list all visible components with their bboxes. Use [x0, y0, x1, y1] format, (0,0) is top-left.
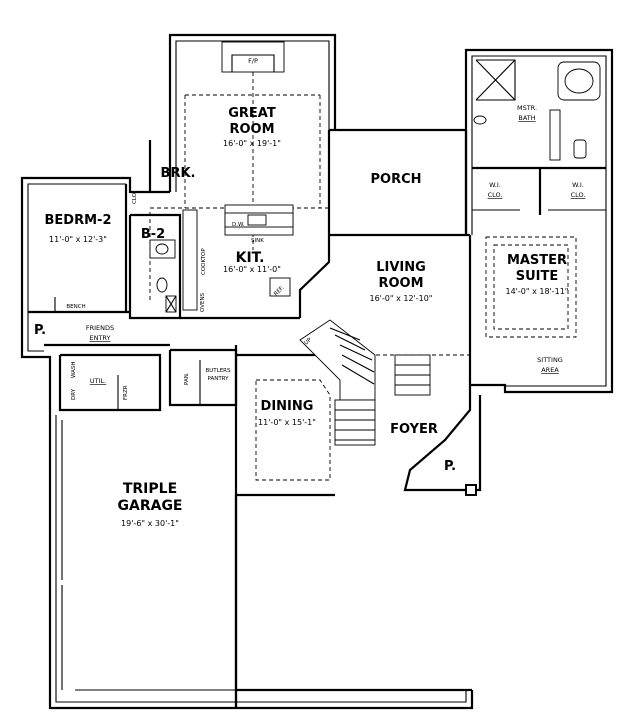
garage-dims: 19'-6" x 30'-1" — [121, 519, 179, 528]
dining-name: DINING — [261, 399, 314, 414]
great-room-name-2: ROOM — [229, 122, 274, 137]
living-name-2: ROOM — [378, 276, 423, 291]
bath2-label: B-2 — [141, 227, 165, 242]
master-bath-fixtures — [473, 61, 601, 159]
friends-entry-name-2: ENTRY — [89, 334, 110, 342]
fireplace: F/P — [221, 41, 285, 73]
living-name-1: LIVING — [376, 260, 426, 275]
porch-left-label: P. — [34, 323, 46, 338]
fireplace-label: F/P — [248, 57, 258, 65]
wic-right-name-1: W.I. — [572, 181, 584, 189]
butlers-pantry-name-1: BUTLERS — [205, 368, 231, 374]
master-bath-name-1: MSTR. — [517, 104, 537, 112]
great-room-name-1: GREAT — [228, 106, 276, 121]
master-suite-dims: 14'-0" x 18'-11" — [506, 287, 569, 296]
master-bath-name-2: BATH — [518, 114, 535, 122]
garage-name-2: GARAGE — [118, 498, 183, 514]
bedroom2-dims: 11'-0" x 12'-3" — [49, 235, 107, 244]
breakfast-label: BRK. — [161, 166, 196, 181]
master-suite-name-1: MASTER — [507, 253, 567, 268]
dry-label: DRY — [71, 388, 77, 400]
kitchen-dims: 16'-0" x 11'-0" — [223, 265, 281, 274]
stairs-label: UP — [303, 337, 313, 347]
sitting-name-2: AREA — [541, 366, 559, 374]
bedroom2-name: BEDRM-2 — [45, 213, 112, 228]
kitchen-fixtures: D.W. SINK COOKTOP OVENS REF. — [182, 204, 294, 312]
freezer-label: FRZR — [123, 385, 129, 400]
interior-walls — [28, 59, 606, 412]
foyer-label: FOYER — [390, 422, 438, 437]
butlers-pantry-name-2: PANTRY — [207, 376, 229, 382]
stairs: UP — [299, 319, 431, 446]
wic-right-name-2: CLO. — [571, 191, 586, 199]
great-room-dims: 16'-0" x 19'-1" — [223, 139, 281, 148]
sink-label: SINK — [251, 238, 264, 244]
master-suite-name-2: SUITE — [516, 269, 559, 284]
dishwasher-label: D.W. — [232, 222, 245, 228]
wash-label: WASH — [71, 361, 77, 378]
garage-details — [61, 420, 477, 691]
bedroom-closet-label: CLO. — [132, 191, 138, 204]
living-dims: 16'-0" x 12'-10" — [370, 294, 433, 303]
kitchen-name: KIT. — [236, 250, 265, 266]
room-labels: GREAT ROOM 16'-0" x 19'-1" BRK. KIT. 16'… — [34, 104, 585, 528]
bench-label: BENCH — [66, 304, 85, 310]
utility-label: UTIL. — [90, 377, 106, 385]
wic-left-name-1: W.I. — [489, 181, 501, 189]
pantry-label: PAN. — [184, 372, 190, 385]
bath2-fixtures — [149, 239, 177, 313]
cooktop-label: COOKTOP — [201, 248, 207, 275]
friends-entry-name-1: FRIENDS — [86, 324, 114, 332]
ceiling-lines — [149, 65, 577, 481]
sitting-name-1: SITTING — [537, 356, 563, 364]
wic-left-name-2: CLO. — [488, 191, 503, 199]
porch-front-label: P. — [444, 459, 456, 474]
garage-name-1: TRIPLE — [123, 481, 177, 497]
porch-label: PORCH — [370, 172, 421, 187]
dining-dims: 11'-0" x 15'-1" — [258, 418, 316, 427]
ovens-label: OVENS — [200, 292, 206, 312]
exterior-walls — [20, 33, 614, 710]
